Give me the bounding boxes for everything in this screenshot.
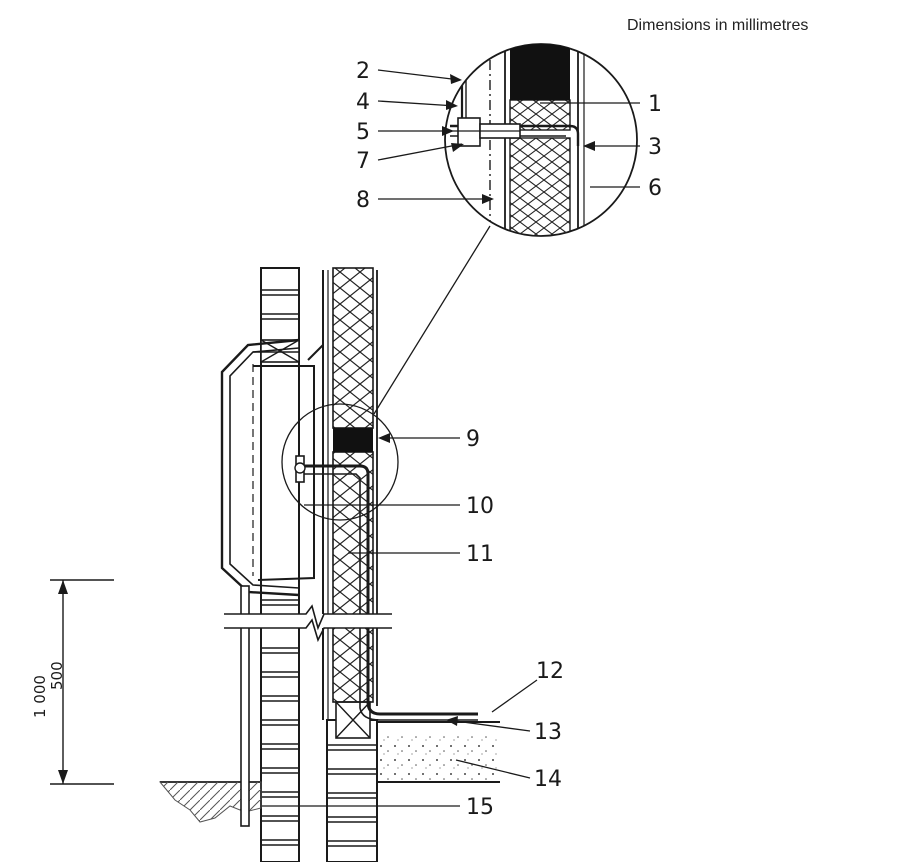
callout-12: 12	[536, 659, 564, 684]
callout-14: 14	[534, 767, 562, 792]
leader-lines	[262, 69, 640, 807]
callout-13: 13	[534, 720, 562, 745]
callout-7: 7	[356, 149, 370, 174]
callout-8: 8	[356, 188, 370, 213]
callout-4: 4	[356, 90, 370, 115]
callout-6: 6	[648, 176, 662, 201]
callout-15: 15	[466, 795, 494, 820]
detail-leader	[373, 225, 491, 415]
callout-11: 11	[466, 542, 494, 567]
floor-slab	[377, 721, 500, 783]
callout-3: 3	[648, 135, 662, 160]
inner-brick-leaf	[326, 701, 378, 862]
callout-10: 10	[466, 494, 494, 519]
break-line	[224, 604, 392, 643]
metal-angle-bracket	[294, 455, 478, 721]
callout-9: 9	[466, 427, 480, 452]
outer-brick-leaf	[260, 267, 300, 862]
detail-circle	[281, 403, 399, 521]
callout-5: 5	[356, 120, 370, 145]
dimension-upper: 1 000	[31, 675, 49, 718]
magnified-detail	[444, 43, 638, 237]
callout-2: 2	[356, 59, 370, 84]
callout-labels: 2 4 5 7 8 1 3 6 9 10 11 12 13 14 15	[356, 59, 662, 820]
callout-1: 1	[648, 92, 662, 117]
dimension-lower: 500	[48, 661, 66, 690]
dimensions-caption: Dimensions in millimetres	[627, 17, 808, 34]
ground	[158, 585, 262, 827]
flashing-box	[220, 338, 324, 597]
sealing-block	[333, 428, 373, 452]
dimension-line: 1 000 500	[31, 579, 114, 785]
